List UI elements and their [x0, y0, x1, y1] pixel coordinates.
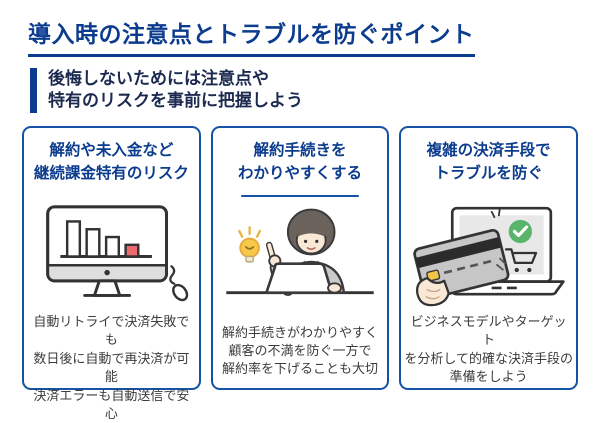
header: 導入時の注意点とトラブルを防ぐポイント 後悔しないためには注意点や 特有のリスク…	[0, 15, 600, 113]
card-title-line-2: トラブルを防ぐ	[434, 164, 543, 182]
woman-with-idea-icon	[226, 208, 374, 297]
card-body-line-1: 解約手続きがわかりやすく	[222, 324, 379, 340]
subtitle-block: 後悔しないためには注意点や 特有のリスクを事前に把握しよう	[30, 68, 600, 113]
card-body-line-2: 数日後に自動で再決済が可能	[33, 350, 190, 385]
card-body-line-2: を分析して的確な決済手段の	[404, 350, 573, 366]
card-title: 解約や未入金など 継続課金特有のリスク	[34, 140, 189, 186]
monitor-chart-illustration	[27, 201, 196, 313]
card-body: 解約手続きがわかりやすく 顧客の不満を防ぐ一方で 解約率を下げることも大切	[222, 324, 378, 379]
monitor-declining-chart-icon	[46, 205, 189, 301]
card-cancellation-procedure: 解約手続きを わかりやすくする	[210, 125, 390, 390]
card-title: 複雑の決済手段で トラブルを防ぐ	[427, 140, 551, 186]
lightbulb-icon	[238, 226, 262, 263]
card-body: ビジネスモデルやターゲット を分析して的確な決済手段の 準備をしよう	[404, 313, 573, 387]
subtitle-line-2: 特有のリスクを事前に把握しよう	[48, 91, 303, 111]
credit-card-laptop-icon	[412, 206, 565, 307]
card-body-line-1: ビジネスモデルやターゲット	[410, 313, 567, 348]
sparkle-icon	[490, 207, 501, 218]
checkmark-icon	[508, 219, 532, 243]
card-divider	[241, 194, 359, 198]
card-body-line-2: 顧客の不満を防ぐ一方で	[228, 342, 372, 358]
page-title: 導入時の注意点とトラブルを防ぐポイント	[28, 15, 475, 57]
card-title-line-2: わかりやすくする	[238, 164, 363, 182]
card-body-line-3: 準備をしよう	[449, 369, 528, 385]
card-title-line-1: 解約手続きを	[253, 141, 347, 159]
card-recurring-billing-risk: 解約や未入金など 継続課金特有のリスク	[22, 125, 201, 421]
woman-pointing-illustration	[216, 203, 385, 317]
card-title-line-1: 解約や未入金など	[49, 141, 174, 159]
card-title-line-2: 継続課金特有のリスク	[33, 164, 189, 182]
card-title: 解約手続きを わかりやすくする	[238, 140, 362, 186]
credit-card-icon	[412, 228, 510, 300]
card-body-line-3: 決済エラーも自動送信で安心	[33, 387, 190, 422]
subtitle-line-1: 後悔しないためには注意点や	[48, 69, 269, 88]
card-body: 自動リトライで決済失敗でも 数日後に自動で再決済が可能 決済エラーも自動送信で安…	[27, 313, 196, 423]
cards-row: 解約や未入金など 継続課金特有のリスク	[22, 125, 579, 421]
card-payment-methods: 複雑の決済手段で トラブルを防ぐ	[399, 125, 579, 390]
card-body-line-1: 自動リトライで決済失敗でも	[33, 313, 190, 348]
card-title-line-1: 複雑の決済手段で	[426, 141, 551, 159]
credit-card-payment-illustration	[404, 201, 573, 313]
mouse-icon	[169, 264, 189, 301]
cart-icon	[504, 248, 537, 272]
card-body-line-3: 解約率を下げることも大切	[222, 361, 379, 377]
infographic-page: 導入時の注意点とトラブルを防ぐポイント 後悔しないためには注意点や 特有のリスク…	[0, 15, 600, 421]
